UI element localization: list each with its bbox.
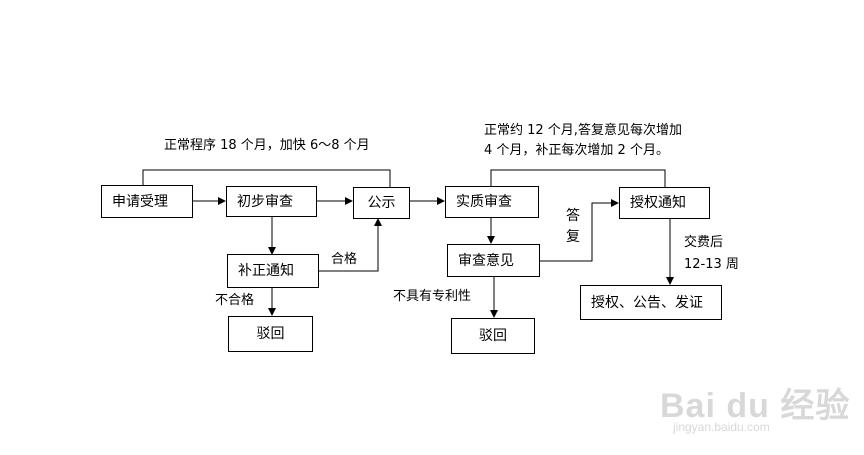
label-no-patentability: 不具有专利性 — [393, 289, 472, 304]
node-grant-notice: 授权通知 — [619, 187, 710, 219]
node-publication: 公示 — [353, 187, 410, 219]
node-rejection-1: 驳回 — [228, 316, 313, 352]
label-fee-paid: 交费后 — [684, 235, 724, 250]
arrow-opinion-to-grant — [540, 199, 619, 262]
label-reply-2: 复 — [566, 229, 580, 245]
bracket-substantive-time — [490, 169, 666, 187]
node-application: 申请受理 — [101, 185, 193, 218]
bracket-normal-procedure — [142, 169, 391, 187]
node-substantive-exam: 实质审查 — [445, 186, 539, 218]
watermark-logo: Bai du 经验 — [660, 387, 851, 425]
node-correction-notice: 补正通知 — [227, 254, 319, 288]
label-qualified: 合格 — [331, 252, 358, 267]
label-substantive-time-2: 4 个月，补正每次增加 2 个月。 — [484, 143, 669, 158]
label-fee-weeks: 12-13 周 — [684, 257, 739, 272]
arrow-correction-to-publication — [318, 218, 382, 272]
label-substantive-time-1: 正常约 12 个月,答复意见每次增加 — [484, 123, 682, 138]
node-grant-announce-certify: 授权、公告、发证 — [580, 285, 722, 320]
node-preliminary-exam: 初步审查 — [226, 186, 317, 217]
label-unqualified: 不合格 — [215, 293, 255, 308]
watermark-url: jingyan.baidu.com — [673, 420, 770, 434]
label-reply-1: 答 — [566, 208, 580, 224]
label-normal-procedure: 正常程序 18 个月，加快 6～8 个月 — [164, 138, 370, 153]
node-rejection-2: 驳回 — [451, 318, 535, 354]
node-exam-opinion: 审查意见 — [447, 244, 540, 277]
